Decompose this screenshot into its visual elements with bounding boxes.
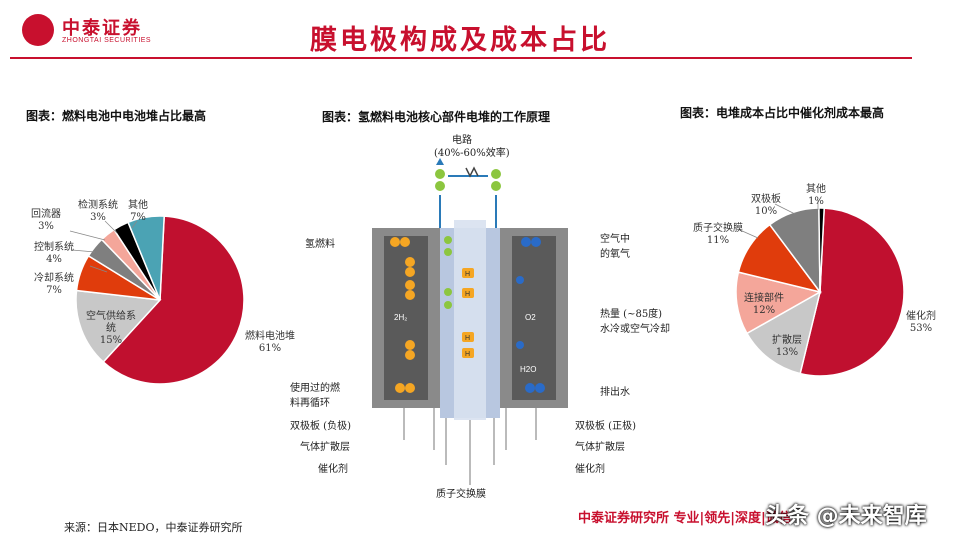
efficiency-label: (40%-60%效率) xyxy=(434,148,510,159)
right-chart-title: 图表：电堆成本占比中催化剂成本最高 xyxy=(680,106,885,120)
title-divider xyxy=(10,57,912,59)
left-pie-chart xyxy=(69,215,245,385)
catalyst-right-label: 催化剂 xyxy=(575,464,605,475)
h-ion-label: H xyxy=(465,291,470,298)
footer-slogan: 中泰证券研究所 专业|领先|深度|诚信 xyxy=(578,511,792,526)
catalyst-left-label: 催化剂 xyxy=(318,464,348,475)
h-ion-label: H xyxy=(465,351,470,358)
right-leader-lines xyxy=(739,200,819,239)
bipolar-negative-label: 双极板 (负极) xyxy=(290,421,351,432)
pie-slice-1 xyxy=(75,289,162,364)
logo-text: 中泰证券 xyxy=(62,18,142,39)
gdl-left-label: 气体扩散层 xyxy=(300,442,350,453)
pie-slice-0 xyxy=(102,215,245,385)
recycle-label: 使用过的燃料再循环 xyxy=(290,383,340,409)
drain-water-label: 排出水 xyxy=(600,387,630,398)
h-ion-label: H xyxy=(465,271,470,278)
right-pie-chart xyxy=(735,200,905,377)
pem-label: 质子交换膜 xyxy=(436,489,486,500)
left-chart-title: 图表：燃料电池中电池堆占比最高 xyxy=(26,109,207,123)
hydrogen-label: 氢燃料 xyxy=(305,239,335,250)
o2-label: O2 xyxy=(525,313,536,322)
gdl-right-label: 气体扩散层 xyxy=(575,442,625,453)
pie-slice-5 xyxy=(818,207,825,293)
circuit-icon xyxy=(435,158,501,228)
air-oxygen-label: 空气中的氧气 xyxy=(600,234,630,260)
middle-diagram-title: 图表：氢燃料电池核心部件电堆的工作原理 xyxy=(322,110,551,124)
pie-slice-6 xyxy=(127,215,165,301)
page-title: 膜电极构成及成本占比 xyxy=(310,25,610,56)
left-leader-lines xyxy=(69,220,138,273)
logo-subtitle: ZHONGTAI SECURITIES xyxy=(62,37,152,44)
logo-icon xyxy=(22,14,54,46)
watermark: 头条 @未来智库 xyxy=(765,504,927,529)
h2-label: 2H₂ xyxy=(394,313,407,322)
heat-label: 热量 (~85度)水冷或空气冷却 xyxy=(600,309,670,335)
h-ion-label: H xyxy=(465,335,470,342)
h2o-label: H2O xyxy=(520,365,536,374)
fuel-cell-diagram: H H H H 2H₂ O2 H2O xyxy=(372,158,568,485)
pie-slice-0 xyxy=(799,207,905,377)
circuit-label: 电路 xyxy=(452,135,472,146)
source-note: 来源：日本NEDO，中泰证券研究所 xyxy=(64,521,243,534)
bipolar-positive-label: 双极板 (正极) xyxy=(575,421,636,432)
pie-slice-1 xyxy=(745,290,822,375)
